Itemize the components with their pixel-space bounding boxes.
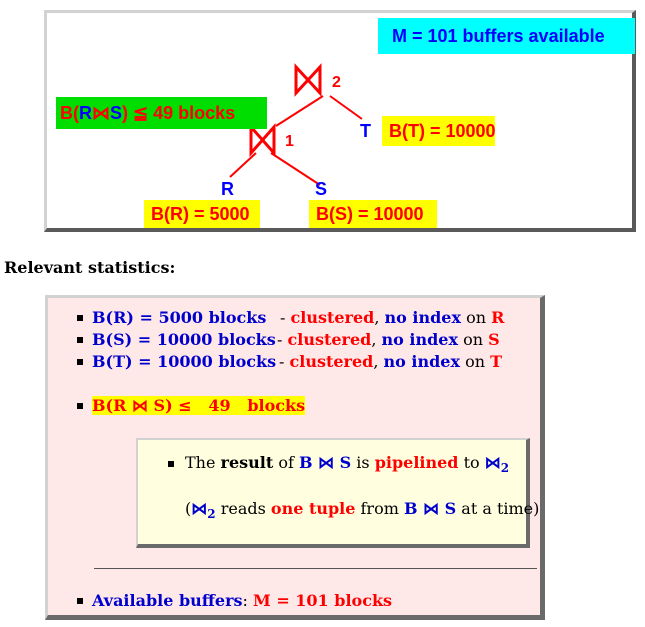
bullet-icon [168,461,174,467]
bullet-icon [77,403,83,409]
section-heading: Relevant statistics: [4,258,176,277]
join1-number: 1 [285,133,294,150]
edge-join1-s [270,152,321,186]
intermediate-size-stat: B(R ⋈ S) ≤ 49 blocks [92,396,306,415]
stat-item-t: B(T) = 10000 blocks- clustered, no index… [92,352,503,371]
leaf-s: S [315,179,328,199]
divider-line [94,568,537,569]
bullet-icon [77,598,83,604]
bullet-icon [77,359,83,365]
pipeline-note: The result of B ⋈ S is pipelined to ⋈2 [185,453,510,476]
bullet-icon [77,337,83,343]
edge-join1-r [229,152,257,178]
edge-join2-join1 [275,95,324,127]
edge-join2-t [329,95,363,120]
intermediate-size-label: B(R⋈S) ≦ 49 blocks [56,97,267,129]
join1-symbol [249,123,276,157]
join-tree-lines [229,63,363,186]
bullet-icon [77,315,83,321]
pipeline-detail: (⋈2 reads one tuple from B ⋈ S at a time… [185,499,540,522]
statistics-panel: B(R) = 5000 blocks- clustered, no index … [45,295,545,620]
available-buffers-stat: Available buffers: M = 101 blocks [92,591,393,610]
leaf-r: R [221,179,234,199]
stat-item-r: B(R) = 5000 blocks- clustered, no index … [92,308,505,327]
leaf-t: T [360,121,371,141]
join-tree-diagram: M = 101 buffers available B(R⋈S) ≦ 49 bl… [44,10,636,232]
join2-number: 2 [332,74,341,91]
bs-size-label: B(S) = 10000 [309,200,437,228]
bt-size-label: B(T) = 10000 [382,116,496,146]
stat-item-s: B(S) = 10000 blocks- clustered, no index… [92,330,500,349]
pipeline-note-box: The result of B ⋈ S is pipelined to ⋈2 (… [136,438,539,548]
br-size-label: B(R) = 5000 [144,200,260,228]
join2-symbol [294,63,322,97]
memory-buffers-label: M = 101 buffers available [378,18,635,54]
